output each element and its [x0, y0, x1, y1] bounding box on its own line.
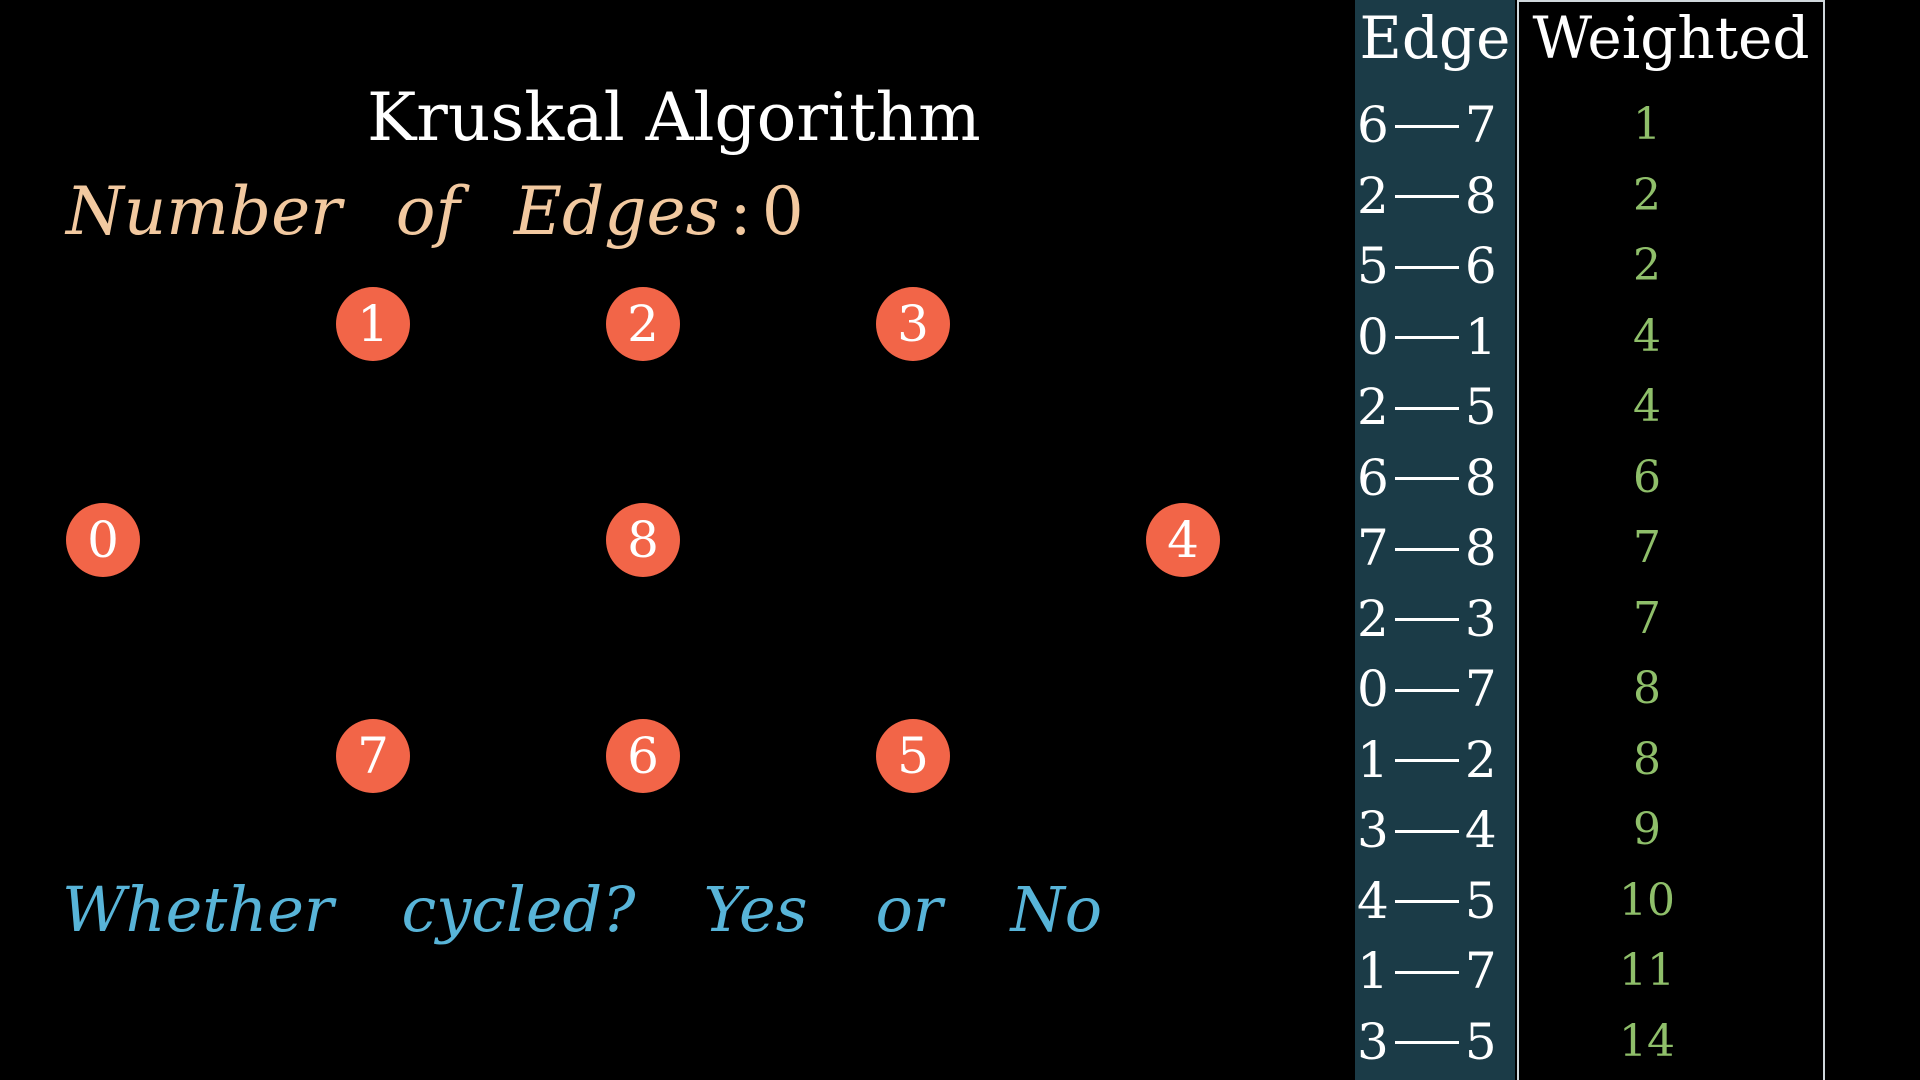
table-row-weight: 2 [1633, 169, 1661, 221]
edge-dash [1394, 618, 1459, 621]
edge-from: 6 [1357, 96, 1389, 154]
table-row-weight: 11 [1619, 945, 1675, 996]
edge-dash [1394, 688, 1459, 692]
table-row-weight: 14 [1619, 1015, 1675, 1067]
edge-from: 2 [1357, 166, 1389, 225]
graph-node-5: 5 [876, 719, 950, 793]
edge-dash [1394, 547, 1459, 551]
cycle-word-yes: Yes [703, 873, 808, 946]
edge-from: 5 [1357, 237, 1389, 295]
graph-node-8: 8 [606, 503, 680, 577]
graph-node-3: 3 [876, 287, 950, 361]
graph-node-6: 6 [606, 719, 680, 793]
edge-from: 3 [1357, 1012, 1389, 1071]
edge-to: 6 [1464, 237, 1497, 295]
table-row-weight: 4 [1633, 381, 1661, 432]
edge-dash [1394, 970, 1459, 974]
edge-from: 0 [1357, 660, 1389, 718]
cycle-word-cycled: cycled? [401, 873, 636, 946]
edge-from: 1 [1357, 942, 1389, 1000]
weight-column-header: Weighted [1532, 4, 1810, 72]
edge-to: 5 [1464, 1012, 1497, 1071]
table-row-weight: 2 [1633, 240, 1661, 291]
edge-dash [1394, 336, 1459, 339]
edge-dash [1394, 265, 1459, 269]
cycle-word-or: or [875, 873, 943, 946]
edge-from: 6 [1357, 448, 1389, 507]
graph-node-2: 2 [606, 287, 680, 361]
edge-dash [1394, 1041, 1459, 1044]
edge-count-colon: : [729, 173, 752, 250]
edge-from: 0 [1357, 307, 1389, 366]
edge-count-word-edges: Edges [513, 173, 720, 250]
edge-to: 8 [1464, 166, 1497, 225]
table-row-weight: 7 [1633, 592, 1661, 644]
table-row-weight: 4 [1633, 310, 1661, 362]
edge-dash [1394, 759, 1459, 762]
edge-from: 1 [1357, 730, 1389, 789]
table-row-weight: 7 [1633, 522, 1661, 573]
graph-node-4: 4 [1146, 503, 1220, 577]
cycle-word-no: No [1010, 873, 1103, 946]
page-title: Kruskal Algorithm [367, 79, 981, 156]
edge-dash [1394, 829, 1459, 833]
weight-column-panel [1517, 0, 1825, 1080]
graph-node-7: 7 [336, 719, 410, 793]
edge-from: 4 [1357, 871, 1389, 930]
edge-to: 1 [1464, 307, 1497, 366]
table-row-weight: 1 [1633, 99, 1661, 150]
edge-dash [1394, 406, 1459, 410]
table-row-weight: 10 [1619, 874, 1675, 926]
table-row-weight: 6 [1633, 451, 1661, 503]
edge-dash [1394, 195, 1459, 198]
edge-to: 2 [1464, 730, 1497, 789]
edge-from: 2 [1357, 378, 1389, 436]
table-row-weight: 8 [1633, 663, 1661, 714]
edge-from: 7 [1357, 519, 1389, 577]
edge-to: 7 [1464, 96, 1497, 154]
table-row-weight: 8 [1633, 733, 1661, 785]
graph-node-0: 0 [66, 503, 140, 577]
edge-column-header: Edge [1359, 4, 1511, 72]
edge-to: 8 [1464, 448, 1497, 507]
edge-count-value: 0 [761, 173, 804, 250]
edge-count-label: Number of Edges:0 [66, 172, 804, 252]
edge-dash [1394, 124, 1459, 128]
table-row-weight: 9 [1633, 804, 1661, 855]
edge-to: 5 [1464, 871, 1497, 930]
graph-node-1: 1 [336, 287, 410, 361]
edge-to: 7 [1464, 942, 1497, 1000]
edge-from: 2 [1357, 589, 1389, 648]
edge-to: 3 [1464, 589, 1497, 648]
cycle-word-whether: Whether [62, 873, 334, 946]
edge-to: 8 [1464, 519, 1497, 577]
edge-count-word-of: of [395, 173, 460, 250]
edge-dash [1394, 900, 1459, 903]
edge-to: 4 [1464, 801, 1497, 859]
edge-dash [1394, 477, 1459, 480]
edge-to: 7 [1464, 660, 1497, 718]
edge-to: 5 [1464, 378, 1497, 436]
edge-from: 3 [1357, 801, 1389, 859]
edge-count-word-number: Number [66, 173, 342, 250]
